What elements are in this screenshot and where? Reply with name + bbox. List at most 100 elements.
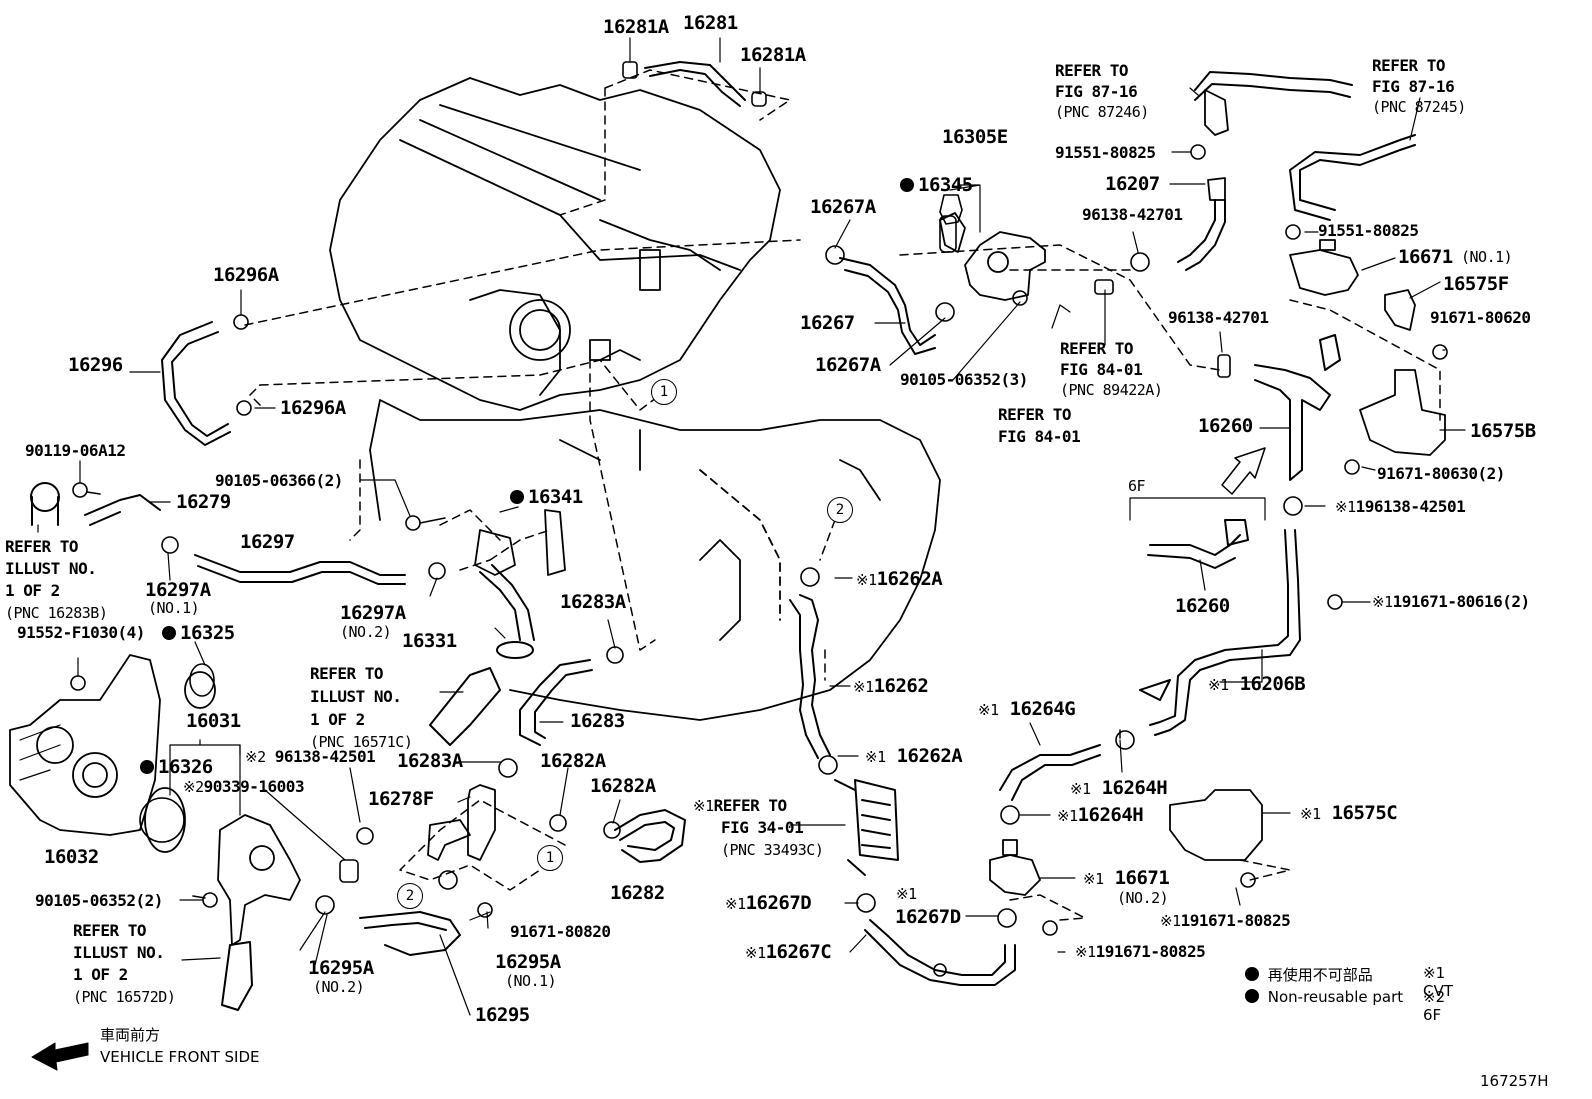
part-label: 16331 xyxy=(402,630,457,652)
part-label: 16283 xyxy=(570,710,625,732)
part-label: 16283A xyxy=(560,591,626,613)
non-reusable-dot xyxy=(162,626,176,640)
part-label: ※1 16575C xyxy=(1300,802,1398,824)
part-label-non-reusable: 16345 xyxy=(900,176,973,195)
part-label: 16297A xyxy=(145,579,211,601)
part-label-sub: (NO.2) xyxy=(313,978,365,996)
part-label: ※1 16264H xyxy=(1070,777,1168,799)
part-label: 16278F xyxy=(368,788,434,810)
engine-block-outline xyxy=(329,77,941,721)
part-label: ※1 16262A xyxy=(865,745,963,767)
part-label: 91551-80825 xyxy=(1055,143,1156,162)
part-label: ※1 16206B xyxy=(1208,673,1306,695)
part-label-non-reusable: 16326 xyxy=(140,758,213,777)
part-label: 16295 xyxy=(475,1004,530,1026)
non-reusable-dot xyxy=(1245,989,1259,1003)
part-label: 16283A xyxy=(397,750,463,772)
part-label: 91552-F1030(4) xyxy=(17,623,145,642)
refer-note: ※1REFER TO FIG 34-01 (PNC 33493C) xyxy=(693,796,824,859)
components xyxy=(9,89,1446,946)
part-label: ※1 16264G xyxy=(978,698,1076,720)
part-label-sub: (NO.2) xyxy=(340,623,392,641)
circle-ref-1: 1 xyxy=(537,845,563,871)
part-label: 16281A xyxy=(603,16,669,38)
part-label: 16296A xyxy=(213,264,279,286)
part-label: ※1191671-80825 xyxy=(1075,942,1206,961)
part-label: 96138-42701 xyxy=(1168,308,1269,327)
part-label: 16671 xyxy=(1398,246,1453,268)
non-reusable-dot xyxy=(900,178,914,192)
legend: 再使用不可部品※1 CVT Non-reusable part※2 6F xyxy=(1245,964,1453,1024)
part-label: 90105-06352(3) xyxy=(900,370,1028,389)
part-label: 16297A xyxy=(340,602,406,624)
part-label: 16279 xyxy=(176,491,231,513)
dashed-leaders xyxy=(244,69,1441,921)
part-label: 91671-80820 xyxy=(510,922,611,941)
part-label: ※116267C xyxy=(745,941,832,963)
part-label-sub: (NO.1) xyxy=(505,972,557,990)
circle-ref-2: 2 xyxy=(827,497,853,523)
part-label: 16032 xyxy=(44,846,99,868)
part-label: 90105-06352(2) xyxy=(35,891,163,910)
part-label: ※116267D xyxy=(725,892,812,914)
circle-ref-2: 2 xyxy=(397,883,423,909)
part-label: 16296 xyxy=(68,354,123,376)
hoses xyxy=(30,61,1416,1011)
part-label: 91551-80825 xyxy=(1318,221,1419,240)
direction-jp: 車両前方 xyxy=(100,1026,161,1044)
part-label: ※1 16671 xyxy=(1083,867,1170,889)
part-label: 16267A xyxy=(810,196,876,218)
part-label: 16297 xyxy=(240,531,295,553)
part-label: ※116262 xyxy=(853,675,929,697)
part-label: 16305E xyxy=(942,126,1008,148)
variant-label: 6F xyxy=(1128,477,1146,495)
non-reusable-dot xyxy=(140,760,154,774)
part-label: 91671-80620 xyxy=(1430,308,1531,327)
part-label: ※1191671-80616(2) xyxy=(1372,592,1530,611)
part-label: 16031 xyxy=(186,710,241,732)
label-leaders xyxy=(37,37,1466,1016)
part-label-mark: ※1 xyxy=(896,885,917,903)
part-label: 90119-06A12 xyxy=(25,441,126,460)
part-label: 16281 xyxy=(683,12,738,34)
circle-ref-1: 1 xyxy=(651,379,677,405)
legend-row-non-reusable-jp: 再使用不可部品※1 CVT xyxy=(1245,964,1453,1000)
part-label: 90105-06366(2) xyxy=(215,471,343,490)
part-label: ※2 96138-42501 xyxy=(245,747,376,766)
part-label: 16260 xyxy=(1175,595,1230,617)
part-label: ※116262A xyxy=(856,568,943,590)
legend-row-non-reusable-en: Non-reusable part※2 6F xyxy=(1245,988,1445,1024)
part-label: ※116264H xyxy=(1057,804,1144,826)
part-label: ※1191671-80825 xyxy=(1160,911,1291,930)
part-label: 16575B xyxy=(1470,420,1536,442)
part-label-sub: (NO.2) xyxy=(1117,889,1169,907)
part-label: 16296A xyxy=(280,397,346,419)
non-reusable-dot xyxy=(1245,967,1259,981)
part-label: 16282A xyxy=(540,750,606,772)
part-label-non-reusable: 16325 xyxy=(162,624,235,643)
part-label: 16282A xyxy=(590,775,656,797)
part-label: 91671-80630(2) xyxy=(1377,464,1505,483)
part-label: 16295A xyxy=(308,957,374,979)
part-label: 16295A xyxy=(495,951,561,973)
part-label: ※1196138-42501 xyxy=(1335,497,1466,516)
non-reusable-dot xyxy=(510,490,524,504)
part-label: 16267 xyxy=(800,312,855,334)
part-label: 96138-42701 xyxy=(1082,205,1183,224)
part-label: 16207 xyxy=(1105,173,1160,195)
fasteners xyxy=(70,61,1448,977)
front-arrow xyxy=(31,1042,89,1071)
part-label-non-reusable: 16341 xyxy=(510,488,583,507)
figure-id: 167257H xyxy=(1480,1072,1549,1090)
part-label: ※290339-16003 xyxy=(183,777,305,796)
part-label: 16267D xyxy=(895,906,961,928)
